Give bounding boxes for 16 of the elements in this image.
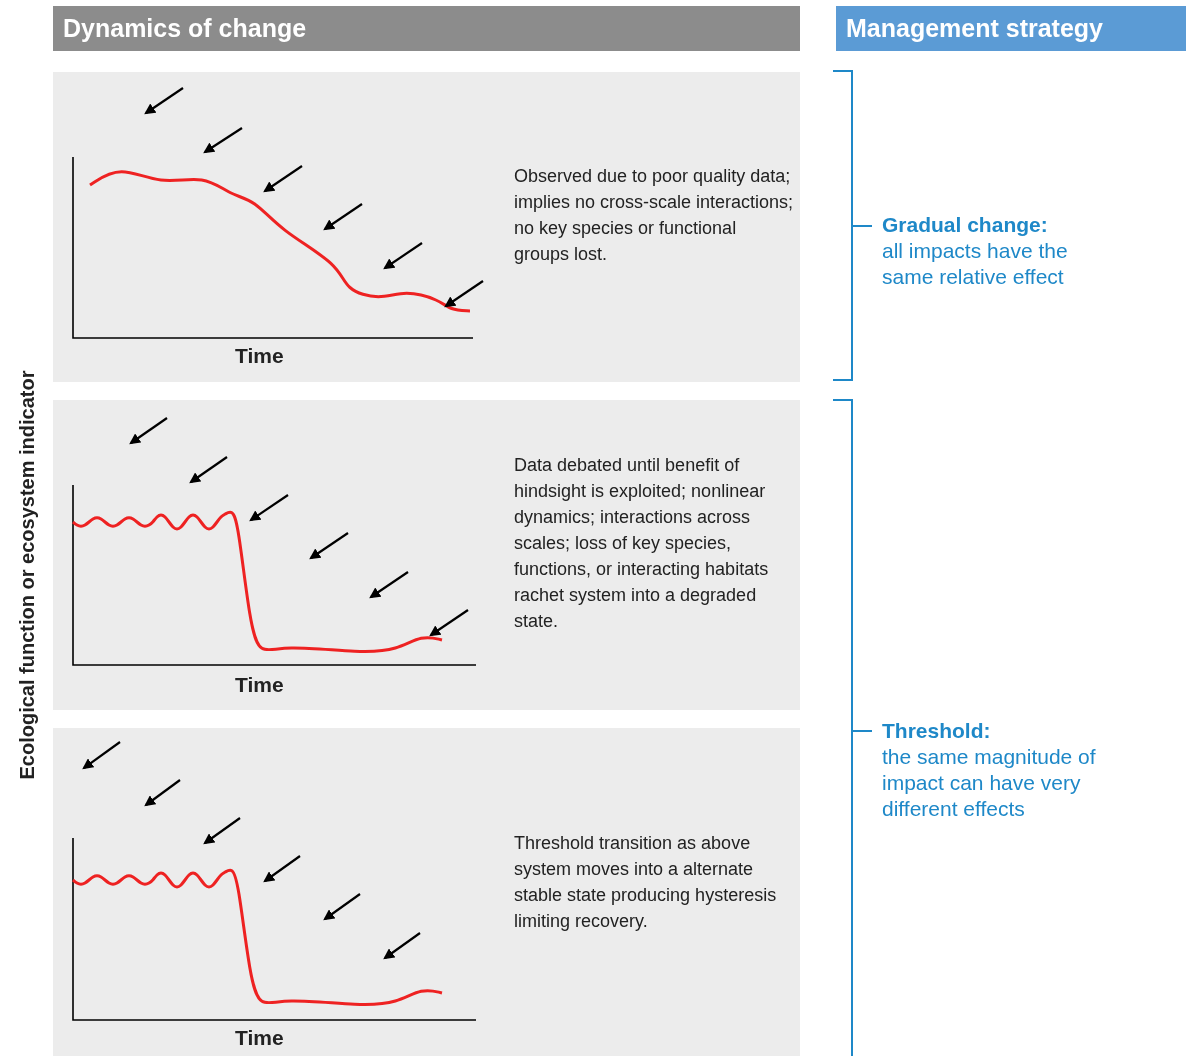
- description-text: Observed due to poor quality data; implies no cross-scale interactions; no key species or functional groups lost.: [514, 165, 795, 266]
- axis-label: Ecological function or ecosystem indicator: [15, 370, 39, 780]
- panel-background: [53, 728, 800, 1056]
- strategy-heading: Gradual change:: [882, 212, 1048, 238]
- panel-background: [53, 400, 800, 710]
- section-header: Management strategy: [836, 6, 1186, 51]
- panel-background: [53, 72, 800, 382]
- axis-label: Time: [235, 673, 284, 697]
- section-header: Dynamics of change: [53, 6, 800, 51]
- axis-label: Time: [235, 1026, 284, 1050]
- strategy-description: the same magnitude of impact can have very different effects: [882, 744, 1097, 822]
- strategy-description: all impacts have the same relative effect: [882, 238, 1069, 290]
- strategy-heading: Threshold:: [882, 718, 991, 744]
- axis-label: Time: [235, 344, 284, 368]
- description-text: Threshold transition as above system moves into a alternate stable state producing hysteresis limiting recovery.: [514, 832, 778, 933]
- description-text: Data debated until benefit of hindsight is exploited; nonlinear dynamics; interactions across scales; loss of key species, functions, or interacting habitats rachet system into a degraded state.: [514, 454, 770, 633]
